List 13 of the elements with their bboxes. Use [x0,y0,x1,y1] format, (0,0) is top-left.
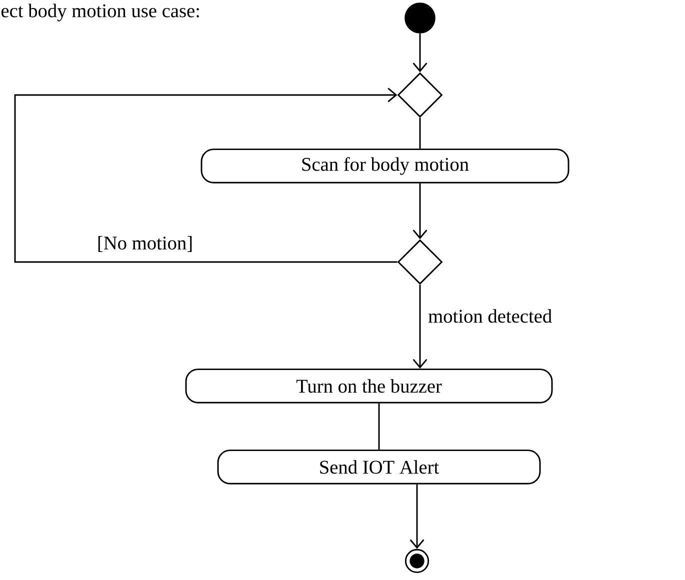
end-node [404,548,430,574]
edge-label: motion detected [426,308,554,324]
start-node [404,2,436,34]
edge-label: [No motion] [96,234,194,254]
arrow [412,33,428,72]
title: ect body motion use case: [2,4,199,22]
arrow [412,183,428,240]
arrow [412,284,428,369]
arrow [14,88,398,263]
action-box: Turn on the buzzer [185,368,553,404]
action-box: Send IOT Alert [217,450,541,484]
arrow [410,484,424,549]
action-box: Scan for body motion [200,148,570,184]
